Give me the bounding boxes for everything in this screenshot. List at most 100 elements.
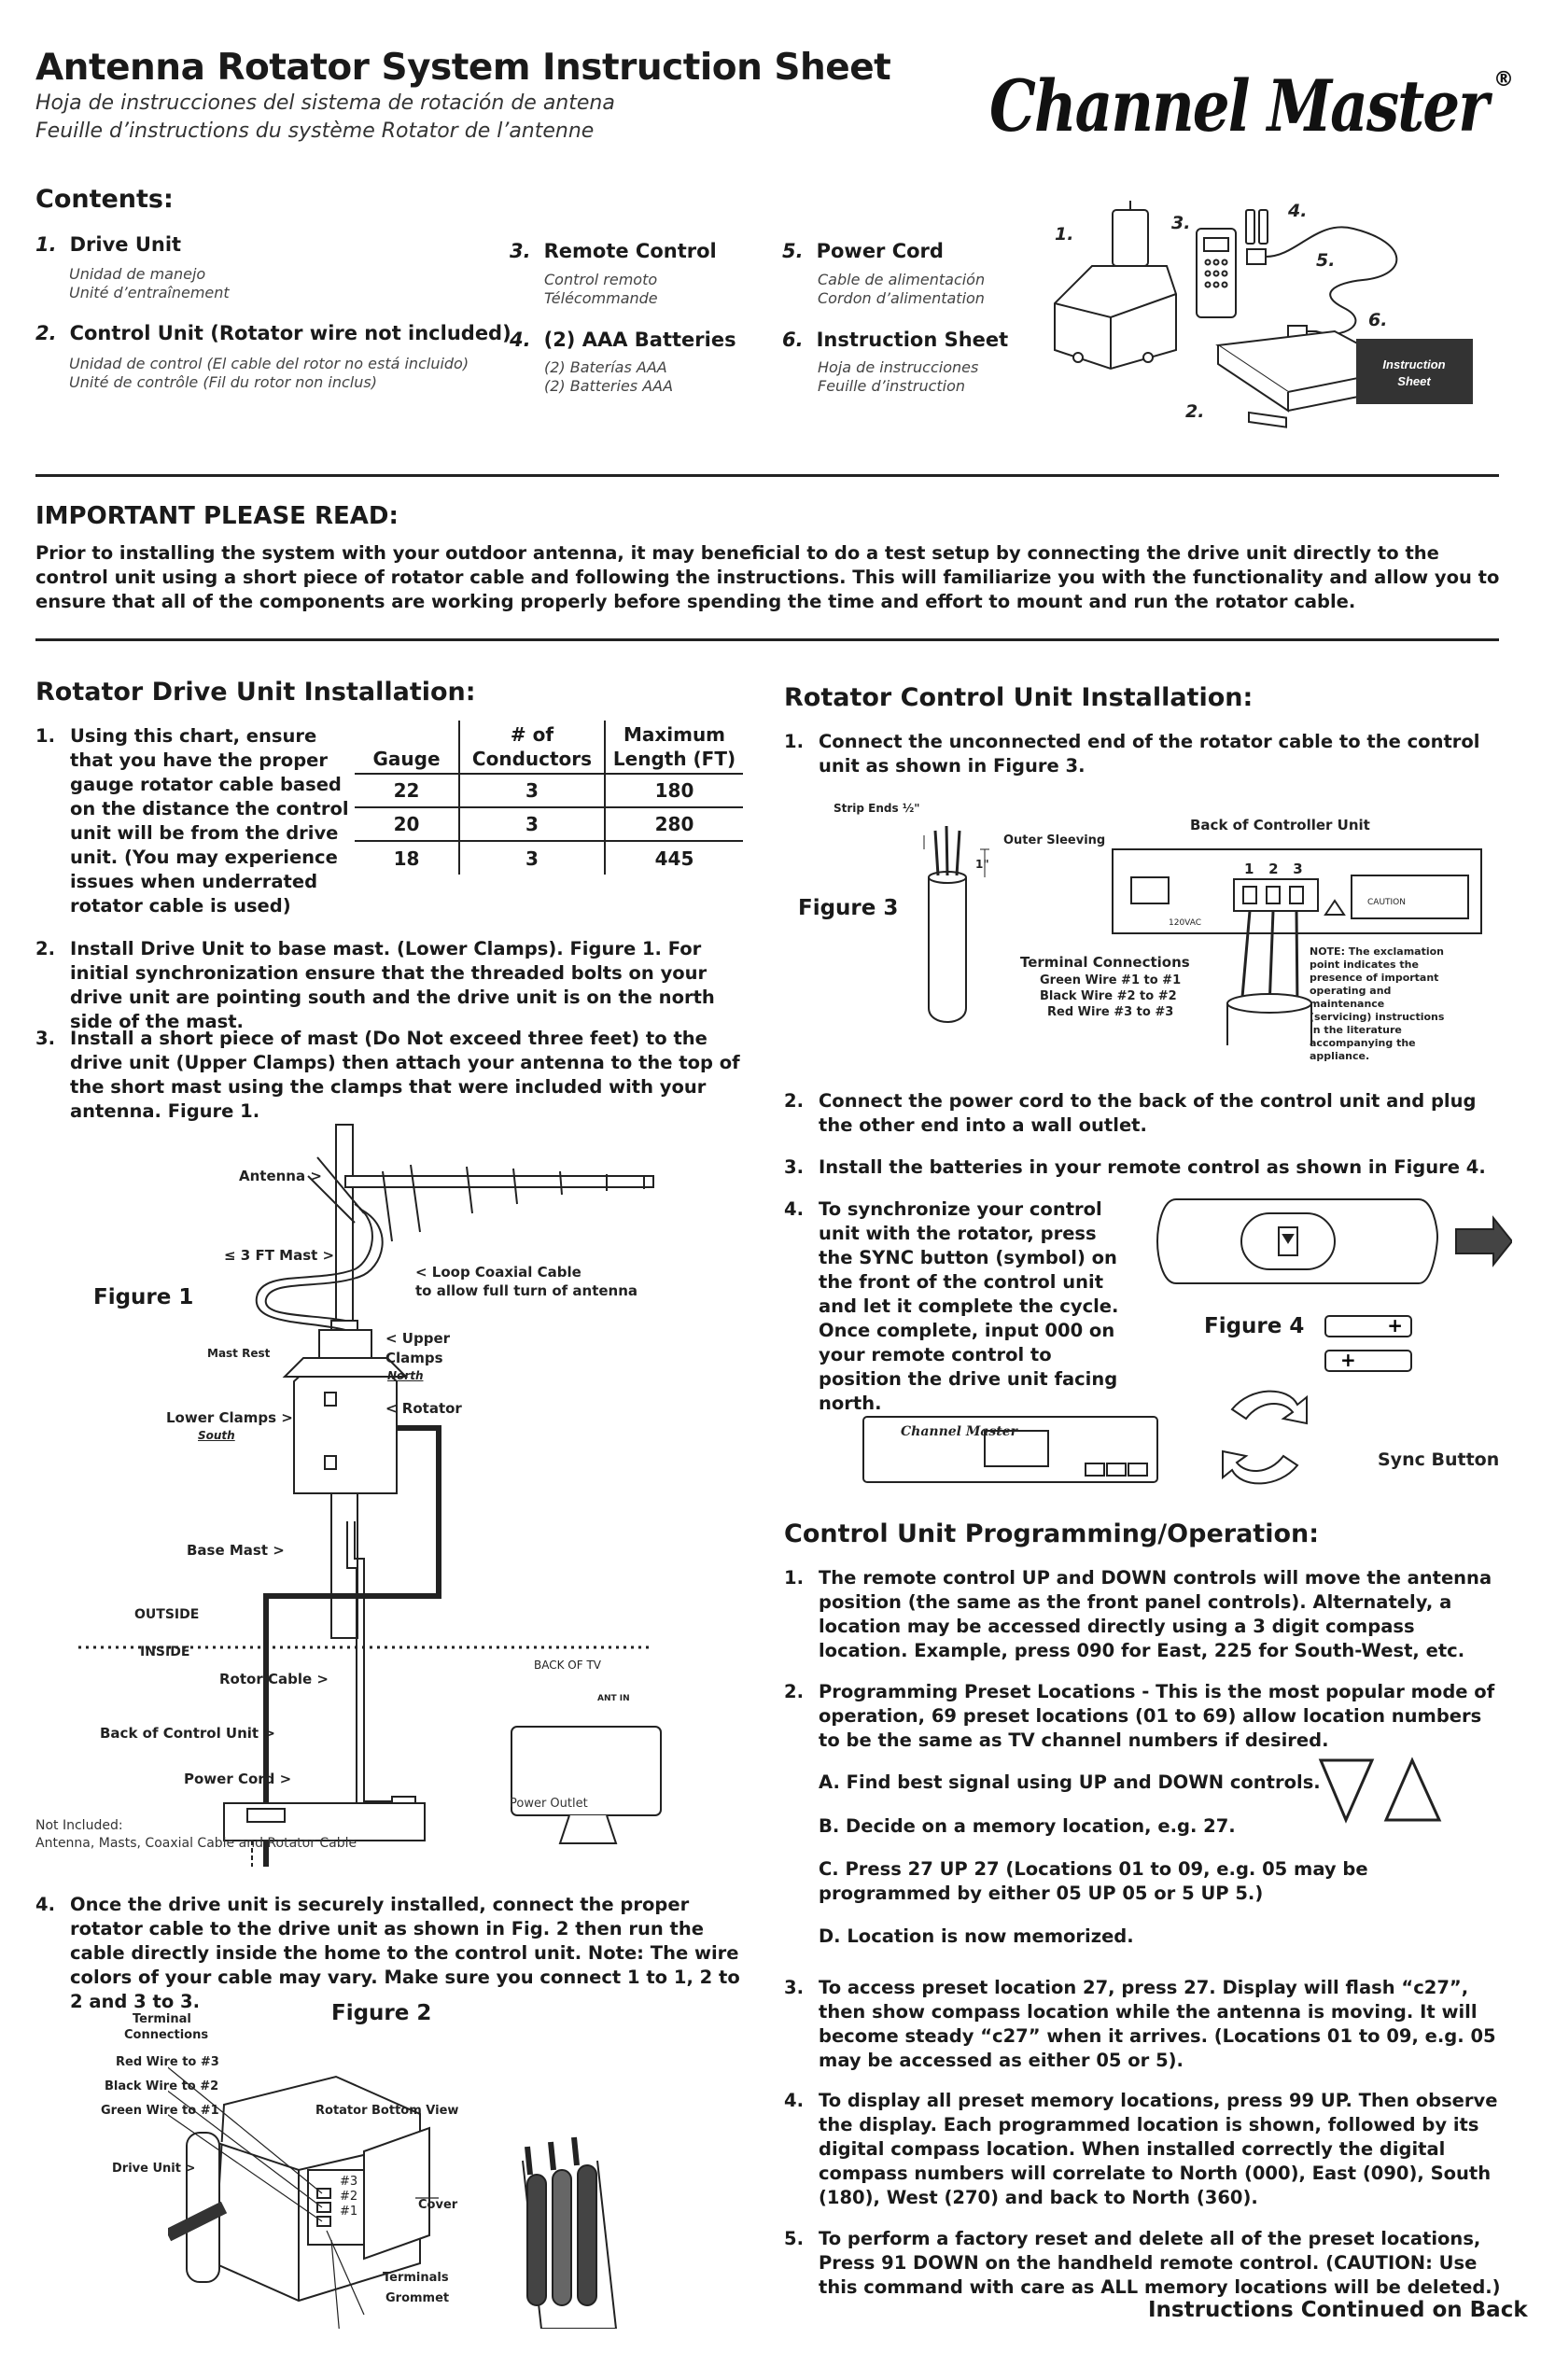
- drive-unit-drawing: [1054, 201, 1177, 371]
- registered-mark: ®: [1493, 68, 1512, 91]
- grommet-label: Grommet: [385, 2291, 450, 2305]
- svg-text:+: +: [1340, 1349, 1356, 1371]
- program-sub-a: A. Find best signal using UP and DOWN co…: [819, 1771, 1321, 1793]
- vac-label: 120VAC: [1169, 918, 1202, 928]
- base-mast-label: Base Mast >: [187, 1542, 285, 1559]
- cover-label: Cover: [418, 2198, 458, 2212]
- down-arrow-icon: [1318, 1758, 1375, 1824]
- program-step-5: 5.To perform a factory reset and delete …: [784, 2228, 1501, 2298]
- drive-step-1: 1.Using this chart, ensure that you have…: [35, 725, 349, 917]
- antenna-label: Antenna >: [239, 1168, 322, 1184]
- up-down-arrows: [1318, 1757, 1442, 1824]
- back-controller-label: Back of Controller Unit: [1190, 817, 1370, 833]
- loop-coax-label-2: to allow full turn of antenna: [415, 1282, 638, 1299]
- not-included-label: Not Included:: [35, 1818, 123, 1833]
- red-wire-label: Red Wire to #3: [116, 2055, 219, 2069]
- green-wire-label: Green Wire to #1: [101, 2104, 219, 2118]
- subtitle-french: Feuille d’instructions du système Rotato…: [35, 119, 595, 143]
- continued-on-back: Instructions Continued on Back: [1148, 2298, 1528, 2322]
- sync-button-label: Sync Button: [1378, 1449, 1500, 1470]
- subtitle-spanish: Hoja de instrucciones del sistema de rot…: [35, 91, 615, 115]
- length-header: Maximum Length (FT): [605, 721, 743, 775]
- channel-master-logo: Channel Master ®: [989, 65, 1512, 147]
- svg-text:Sheet: Sheet: [1397, 374, 1431, 388]
- rotator-label: < Rotator: [385, 1400, 462, 1417]
- figure-4-label: Figure 4: [1204, 1314, 1305, 1338]
- gauge-table: Gauge # of Conductors Maximum Length (FT…: [355, 721, 743, 875]
- exclamation-note: NOTE: The exclamation point indicates th…: [1310, 945, 1445, 1062]
- power-outlet-label: Power Outlet: [510, 1797, 588, 1811]
- lower-clamps-label: Lower Clamps >: [166, 1409, 293, 1426]
- rotor-cable-label: Rotor Cable >: [219, 1671, 329, 1687]
- upper-clamps-label-2: Clamps: [385, 1350, 443, 1366]
- program-sub-b: B. Decide on a memory location, e.g. 27.: [819, 1815, 1236, 1837]
- black-conn-label: Black Wire #2 to #2: [1040, 989, 1177, 1003]
- illustration-number: 2.: [1185, 401, 1205, 422]
- illustration-number: 6.: [1368, 310, 1388, 330]
- control-brand-label: Channel Master: [901, 1424, 1018, 1439]
- batteries-drawing: [1245, 209, 1268, 245]
- conductors-header: # of Conductors: [458, 721, 606, 775]
- mast-rest-label: Mast Rest: [207, 1347, 271, 1360]
- green-conn-label: Green Wire #1 to #1: [1040, 973, 1182, 987]
- terminal-connections-label: Terminal Connections: [1020, 954, 1190, 971]
- terminal-2-label: #2: [340, 2190, 358, 2204]
- terminals-label: Terminals: [383, 2271, 449, 2285]
- figure-2-diagram: [168, 2066, 618, 2329]
- logo-text: Channel Master: [989, 65, 1492, 147]
- contents-heading: Contents:: [35, 185, 174, 214]
- north-label: North: [387, 1369, 424, 1382]
- contents-item-subtext: (2) Baterías AAA(2) Batteries AAA: [544, 358, 674, 395]
- control-step-4: 4.To synchronize your control unit with …: [784, 1198, 1119, 1414]
- contents-item-power-cord: 5.Power Cord: [782, 240, 944, 262]
- program-step-4: 4.To display all preset memory locations…: [784, 2090, 1498, 2208]
- divider: [35, 474, 1499, 477]
- contents-item-subtext: Unidad de control (El cable del rotor no…: [69, 355, 469, 391]
- illustration-number: 5.: [1316, 250, 1336, 271]
- contents-item-control-unit: 2.Control Unit (Rotator wire not include…: [35, 322, 511, 344]
- terminal-numbers-label: 1 2 3: [1244, 861, 1303, 877]
- contents-item-batteries: 4.(2) AAA Batteries: [510, 329, 736, 351]
- figure-1-label: Figure 1: [93, 1285, 194, 1309]
- drive-unit-label: Drive Unit >: [112, 2162, 196, 2176]
- page-title: Antenna Rotator System Instruction Sheet: [35, 47, 891, 89]
- one-inch-label: 1": [975, 858, 989, 871]
- inside-label: INSIDE: [140, 1645, 190, 1659]
- svg-text:+: +: [1387, 1314, 1403, 1337]
- outer-sleeving-label: Outer Sleeving: [1003, 833, 1106, 847]
- program-sub-d: D. Location is now memorized.: [819, 1925, 1134, 1947]
- program-step-2: 2.Programming Preset Locations - This is…: [784, 1681, 1495, 1751]
- remote-drawing: [1196, 228, 1237, 318]
- black-wire-label: Black Wire to #2: [105, 2079, 219, 2093]
- figure-3-label: Figure 3: [798, 896, 899, 920]
- figure-2-label: Figure 2: [331, 2001, 432, 2025]
- divider: [35, 638, 1499, 641]
- programming-heading: Control Unit Programming/Operation:: [784, 1519, 1320, 1548]
- outside-label: OUTSIDE: [134, 1607, 200, 1622]
- control-install-heading: Rotator Control Unit Installation:: [784, 683, 1254, 712]
- program-step-1: 1.The remote control UP and DOWN control…: [784, 1567, 1492, 1661]
- bottom-view-label: Rotator Bottom View: [315, 2104, 459, 2118]
- back-of-tv-label: BACK OF TV: [534, 1659, 601, 1672]
- upper-clamps-label: < Upper: [385, 1330, 451, 1347]
- loop-coax-label: < Loop Coaxial Cable: [415, 1264, 581, 1281]
- drive-step-4: 4.Once the drive unit is securely instal…: [35, 1894, 740, 2012]
- contents-item-instruction-sheet: 6.Instruction Sheet: [782, 329, 1009, 351]
- not-included-items: Antenna, Masts, Coaxial Cable and Rotato…: [35, 1836, 357, 1851]
- terminal-3-label: #3: [340, 2175, 358, 2189]
- strip-ends-label: Strip Ends ½": [834, 802, 920, 815]
- gauge-header: Gauge: [355, 721, 459, 775]
- figure-4-diagram: + +: [862, 1198, 1512, 1485]
- contents-item-remote: 3.Remote Control: [510, 240, 717, 262]
- program-sub-c: C. Press 27 UP 27 (Locations 01 to 09, e…: [819, 1858, 1368, 1904]
- control-step-1: 1.Connect the unconnected end of the rot…: [784, 731, 1480, 777]
- svg-text:Instruction: Instruction: [1382, 357, 1445, 371]
- contents-illustration: Instruction Sheet: [1054, 201, 1473, 428]
- control-step-3: 3.Install the batteries in your remote c…: [784, 1156, 1486, 1178]
